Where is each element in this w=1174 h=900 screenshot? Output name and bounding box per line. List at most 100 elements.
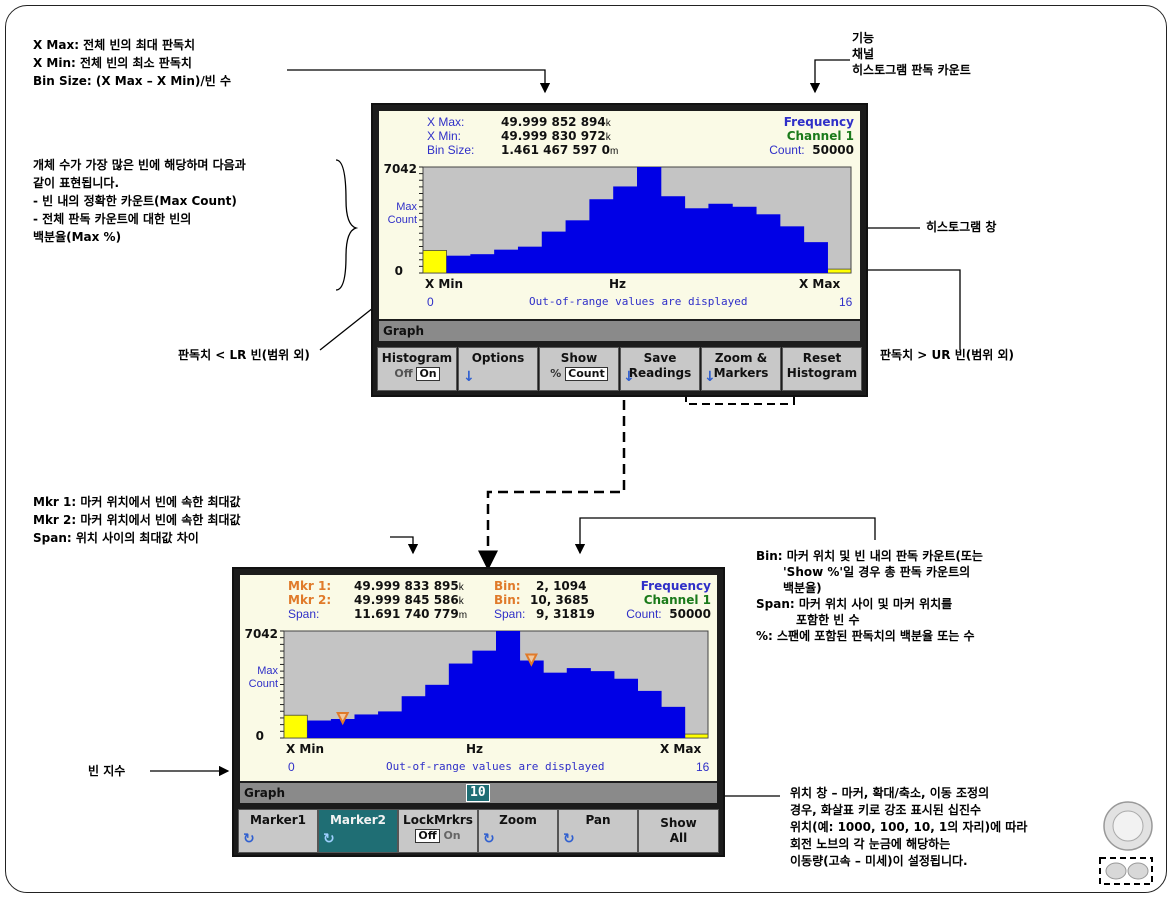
histogram-bar	[448, 663, 473, 738]
histogram-bar	[517, 246, 543, 273]
bin2-value: 10, 3685	[530, 593, 589, 607]
y-max-label: 7042	[244, 627, 278, 641]
y-axis-label-1: Max	[257, 665, 278, 677]
show-softkey[interactable]: Show % Count	[539, 347, 619, 391]
options-softkey[interactable]: Options ↓	[458, 347, 538, 391]
top-right-annotation: 기능 채널 히스토그램 판독 카운트	[852, 31, 971, 77]
marker-screen: Mkr 1: Mkr 2: Span: 49.999 833 895k 49.9…	[232, 567, 725, 857]
histogram-bar	[446, 255, 471, 273]
channel-label: Channel 1	[786, 129, 854, 143]
channel-label: Channel 1	[643, 593, 711, 607]
histogram-bar	[684, 208, 709, 273]
binsize-label: Bin Size:	[427, 143, 475, 157]
histogram-bar	[541, 231, 567, 273]
histogram-bar	[470, 254, 495, 273]
y-min-label: 0	[394, 264, 403, 278]
histogram-window-annotation: 히스토그램 창	[926, 220, 997, 234]
histogram-bar	[354, 714, 379, 738]
histogram-bar	[496, 631, 521, 738]
figure-frame	[5, 5, 1167, 893]
marker-icon	[524, 653, 538, 667]
histogram-bar	[779, 226, 805, 273]
histogram-softkey[interactable]: Histogram Off On	[377, 347, 457, 391]
position-value-field[interactable]: 10	[466, 784, 490, 802]
binsize-value: 1.461 467 597 0	[501, 143, 610, 157]
histogram-bar	[660, 196, 686, 273]
down-arrow-icon: ↓	[463, 369, 475, 385]
below-lr-annotation: 판독치 < LR 빈(범위 외)	[178, 348, 310, 362]
marker-icon	[336, 712, 350, 726]
histogram-bar	[519, 660, 544, 738]
show-all-softkey[interactable]: Show All	[638, 809, 719, 853]
mkr1-label: Mkr 1:	[288, 579, 332, 593]
bin-start-label: 0	[427, 295, 434, 309]
ur-out-of-range-bin	[684, 733, 709, 739]
x-unit-label: Hz	[466, 742, 484, 756]
down-arrow-icon: ↓	[623, 369, 635, 385]
lr-out-of-range-bin	[422, 250, 447, 274]
xmax-value: 49.999 852 894	[501, 115, 606, 129]
mkr1-value: 49.999 833 895	[354, 579, 459, 593]
display-area: Mkr 1: Mkr 2: Span: 49.999 833 895k 49.9…	[240, 575, 717, 781]
softkey-row: Histogram Off On Options ↓ Show % Count …	[377, 347, 862, 391]
histogram-bar	[637, 167, 662, 273]
histogram-plot	[419, 166, 852, 274]
histogram-bar	[613, 186, 638, 273]
graph-menu-bar: Graph	[379, 321, 860, 341]
y-axis-label-2: Count	[248, 678, 278, 690]
histogram-bar	[543, 672, 568, 738]
display-area: X Max: X Min: Bin Size: 49.999 852 894k …	[379, 111, 860, 319]
xmax-label: X Max:	[427, 115, 465, 129]
histogram-bar	[590, 671, 615, 738]
knob-icon: ↻	[243, 831, 255, 847]
graph-menu-bar: Graph 10	[240, 783, 717, 803]
lock-markers-softkey[interactable]: LockMrkrs Off On	[398, 809, 478, 853]
down-arrow-icon: ↓	[704, 369, 716, 385]
histogram-bar	[756, 214, 781, 273]
mkr2-label: Mkr 2:	[288, 593, 332, 607]
save-readings-softkey[interactable]: Save Readings ↓	[620, 347, 700, 391]
span2-label: Span:	[494, 607, 526, 621]
histogram-bar	[589, 199, 614, 273]
xmax-axis-label: X Max	[660, 742, 702, 756]
histogram-bar	[661, 706, 686, 738]
pan-softkey[interactable]: Pan ↻	[558, 809, 638, 853]
knob-icon: ↻	[323, 831, 335, 847]
histogram-bar	[378, 711, 403, 738]
bin2-label: Bin:	[494, 593, 521, 607]
span-label: Span:	[288, 607, 320, 621]
histogram-plot	[280, 630, 709, 739]
xmin-axis-label: X Min	[286, 742, 325, 756]
zoom-softkey[interactable]: Zoom ↻	[478, 809, 558, 853]
bin-end-label: 16	[696, 760, 710, 774]
histogram-bar	[708, 203, 733, 273]
xmax-axis-label: X Max	[799, 277, 841, 291]
y-axis-label-2: Count	[387, 214, 417, 226]
span-value: 11.691 740 779	[354, 607, 459, 621]
count-value: 50000	[669, 607, 711, 621]
y-max-label: 7042	[383, 162, 417, 176]
count-label: Count:	[769, 143, 805, 157]
reset-histogram-softkey[interactable]: Reset Histogram	[782, 347, 862, 391]
function-label: Frequency	[640, 579, 711, 593]
softkey-row: Marker1 ↻ Marker2 ↻ LockMrkrs Off On Zoo…	[238, 809, 719, 853]
count-label: Count:	[626, 607, 662, 621]
y-min-label: 0	[255, 729, 264, 743]
histogram-bar	[613, 678, 639, 738]
marker1-softkey[interactable]: Marker1 ↻	[238, 809, 318, 853]
max-count-annotation: 개체 수가 가장 많은 빈에 해당하며 다음과 같이 표현됩니다. - 빈 내의…	[33, 158, 246, 244]
histogram-screen: X Max: X Min: Bin Size: 49.999 852 894k …	[371, 103, 868, 397]
histogram-bar	[330, 719, 355, 738]
span2-value: 9, 31819	[536, 607, 595, 621]
histogram-bar	[472, 650, 497, 738]
bin1-value: 2, 1094	[536, 579, 587, 593]
histogram-bar	[566, 668, 591, 738]
bin1-label: Bin:	[494, 579, 521, 593]
bin-start-label: 0	[288, 760, 295, 774]
x-unit-label: Hz	[609, 277, 627, 291]
zoom-markers-softkey[interactable]: Zoom & Markers ↓	[701, 347, 781, 391]
function-label: Frequency	[783, 115, 854, 129]
xmin-value: 49.999 830 972	[501, 129, 606, 143]
histogram-bar	[637, 690, 662, 738]
marker2-softkey[interactable]: Marker2 ↻	[318, 809, 398, 853]
